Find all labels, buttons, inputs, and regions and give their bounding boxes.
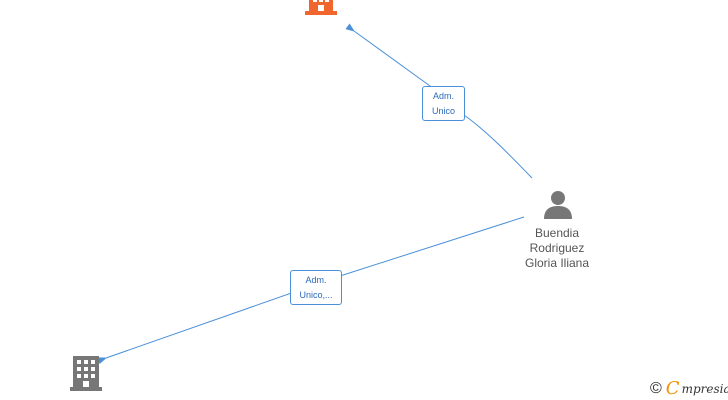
- person-icon[interactable]: [543, 190, 573, 220]
- building-icon[interactable]: [70, 356, 102, 392]
- edge-label-line: Adm.: [305, 275, 327, 285]
- person-name-line: Gloria Iliana: [524, 256, 590, 270]
- edge-label-line: Unico,...: [299, 290, 333, 300]
- edge-label-line: Unico: [431, 106, 455, 116]
- brand-logo: © C mpresia: [650, 380, 728, 398]
- copyright-symbol: ©: [650, 380, 662, 397]
- brand-logo-text: mpresia: [681, 382, 728, 396]
- person-name-line: Buendia: [534, 226, 580, 240]
- person-name[interactable]: Buendia Rodriguez Gloria Iliana: [506, 226, 608, 271]
- edge-label-role[interactable]: Adm. Unico,...: [290, 270, 342, 305]
- brand-logo-initial: C: [665, 378, 680, 399]
- edge-label-role[interactable]: Adm. Unico: [422, 86, 465, 121]
- person-name-line: Rodriguez: [529, 241, 585, 255]
- edge-label-line: Adm.: [432, 91, 454, 101]
- building-icon[interactable]: [305, 0, 337, 16]
